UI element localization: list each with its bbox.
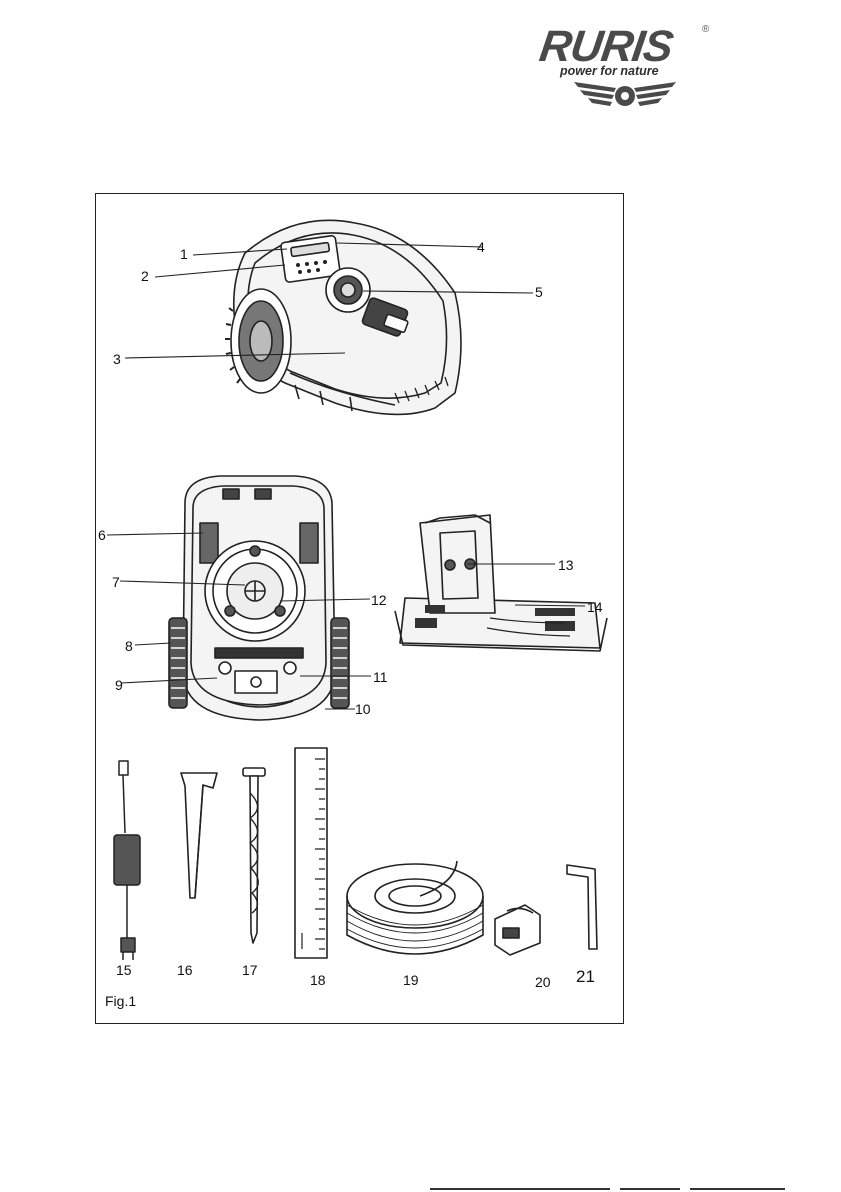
registered-mark: ® xyxy=(702,24,709,35)
part-number-7: 7 xyxy=(112,574,120,590)
part-number-15: 15 xyxy=(116,962,132,978)
mower-top-view xyxy=(225,220,461,414)
part-number-5: 5 xyxy=(535,284,543,300)
part-number-17: 17 xyxy=(242,962,258,978)
brand-logo: RURIS ® power for nature xyxy=(530,20,720,112)
footer-rule xyxy=(690,1188,785,1190)
hex-key xyxy=(567,865,597,949)
winged-gear-icon xyxy=(570,78,680,112)
screw-stake xyxy=(243,768,265,943)
footer-rule xyxy=(430,1188,610,1190)
part-number-14: 14 xyxy=(587,599,603,615)
part-number-18: 18 xyxy=(310,972,326,988)
part-number-3: 3 xyxy=(113,351,121,367)
part-number-11: 11 xyxy=(373,669,388,685)
part-number-19: 19 xyxy=(403,972,419,988)
part-number-1: 1 xyxy=(180,246,188,262)
wire-connector xyxy=(495,905,540,955)
part-number-12: 12 xyxy=(371,592,387,608)
part-number-13: 13 xyxy=(558,557,574,573)
peg xyxy=(181,773,217,898)
mower-bottom-view xyxy=(169,476,349,720)
part-number-10: 10 xyxy=(355,701,371,717)
ruler xyxy=(295,748,327,958)
parts-illustration xyxy=(95,193,624,1024)
part-number-2: 2 xyxy=(141,268,149,284)
part-number-9: 9 xyxy=(115,677,123,693)
wire-coil xyxy=(347,861,483,954)
power-supply xyxy=(114,761,140,960)
part-number-4: 4 xyxy=(477,239,485,255)
part-number-20: 20 xyxy=(535,974,551,990)
brand-tagline: power for nature xyxy=(560,64,659,78)
part-number-21: 21 xyxy=(576,967,595,987)
footer-rule xyxy=(620,1188,680,1190)
part-number-8: 8 xyxy=(125,638,133,654)
charging-station xyxy=(395,515,607,651)
part-number-6: 6 xyxy=(98,527,106,543)
part-number-16: 16 xyxy=(177,962,193,978)
figure-caption: Fig.1 xyxy=(105,993,136,1009)
